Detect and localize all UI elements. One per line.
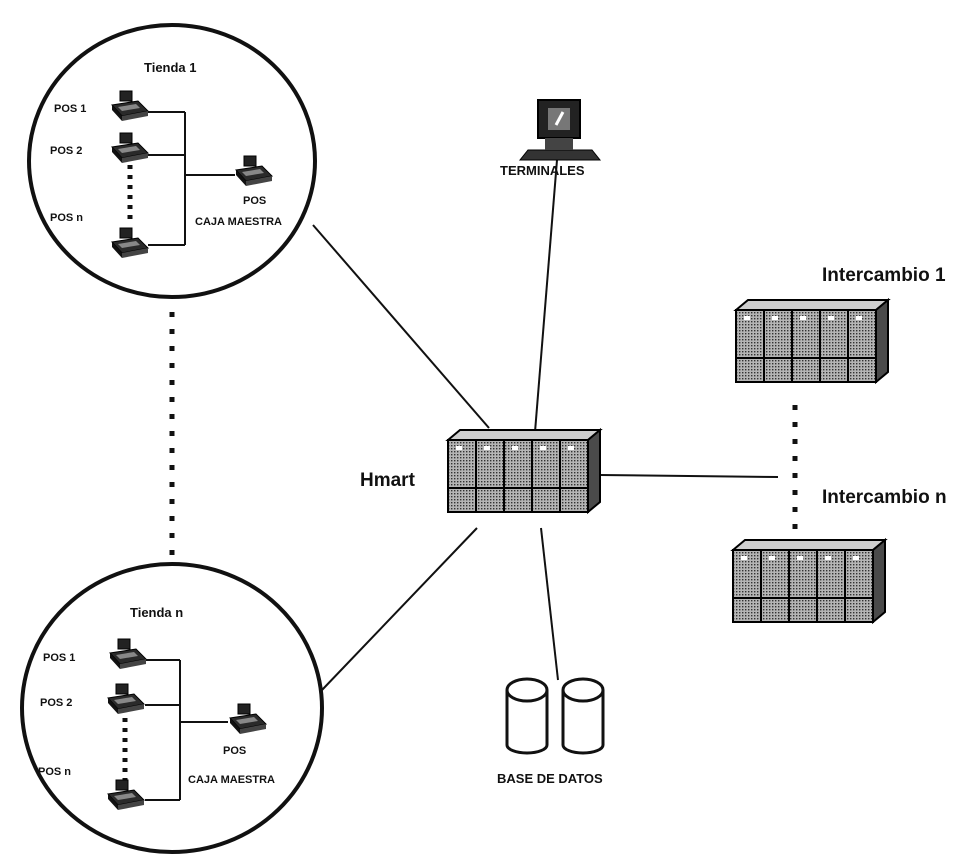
terminals-label: TERMINALES	[500, 163, 585, 178]
hmart-mainframe-icon	[447, 429, 601, 513]
store-1-title: Tienda 1	[144, 60, 197, 75]
exchange-1-cabinet-icon	[735, 299, 889, 383]
store-n-title: Tienda n	[130, 605, 184, 620]
link-database-hmart	[540, 527, 559, 681]
link-exchanges-hmart	[599, 474, 779, 478]
store-1-pos-n-label: POS n	[50, 212, 84, 224]
exchange-n-label: Intercambio n	[822, 487, 947, 508]
pos-n-terminal-icon	[107, 779, 145, 811]
store-n-pos-n-label: POS n	[38, 766, 72, 778]
pos-2-terminal-icon	[107, 683, 145, 715]
store-1-group	[27, 23, 317, 299]
pos-2-terminal-icon	[111, 132, 149, 164]
pos-1-terminal-icon	[109, 638, 147, 670]
store-n-wiring	[145, 659, 228, 801]
store-n-pos-2-label: POS 2	[40, 697, 73, 709]
store-n-master-pos-label: POS	[223, 745, 247, 757]
store-1-master-register-label: CAJA MAESTRA	[195, 216, 282, 228]
master-pos-terminal-icon	[235, 155, 273, 187]
connections	[312, 159, 779, 691]
pos-n-terminal-icon	[111, 227, 149, 259]
link-terminals-hmart	[534, 159, 558, 433]
pos-1-terminal-icon	[111, 90, 149, 122]
exchange-1-label: Intercambio 1	[822, 265, 946, 286]
hmart-label: Hmart	[360, 470, 415, 491]
store-n-master-register-label: CAJA MAESTRA	[188, 774, 275, 786]
master-pos-terminal-icon	[229, 703, 267, 735]
store-1-wiring	[148, 111, 235, 246]
database-cylinders-icon	[505, 677, 605, 755]
store-1-master-pos-label: POS	[243, 195, 267, 207]
database-label: BASE DE DATOS	[497, 771, 603, 786]
terminal-workstation-icon	[518, 99, 602, 161]
store-1-circle	[27, 23, 317, 299]
store-n-pos-1-label: POS 1	[43, 652, 76, 664]
store-n-circle	[20, 562, 324, 854]
dotted-links	[169, 312, 798, 560]
link-store1-hmart	[312, 224, 490, 429]
exchange-n-cabinet-icon	[732, 539, 886, 623]
link-storen-hmart	[321, 527, 478, 691]
store-1-pos-1-label: POS 1	[54, 103, 87, 115]
store-n-group	[20, 562, 324, 854]
store-1-pos-2-label: POS 2	[50, 145, 83, 157]
